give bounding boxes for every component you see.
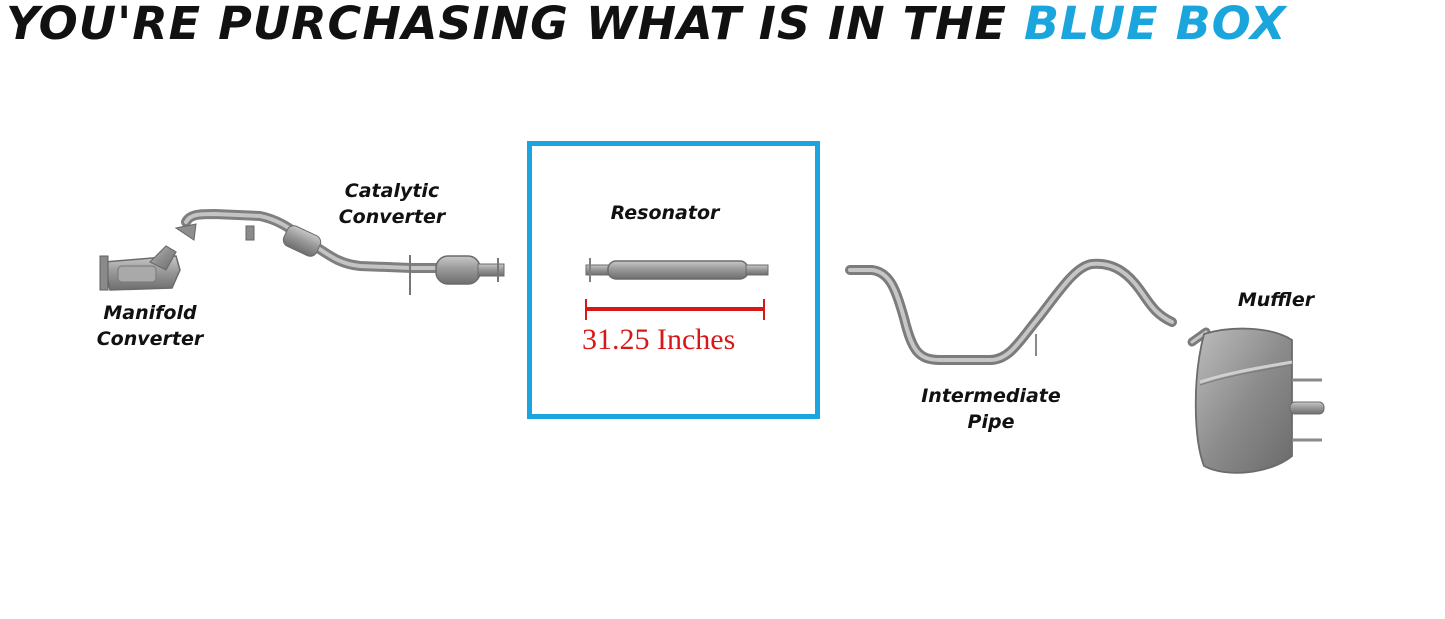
intermediate-label-line2: Pipe xyxy=(967,411,1015,433)
manifold-label-line1: Manifold xyxy=(103,302,197,324)
catalytic-converter-part xyxy=(174,208,505,295)
resonator-length: 31.25 Inches xyxy=(582,323,736,356)
catalytic-converter-label: Catalytic Converter xyxy=(322,178,462,230)
manifold-converter-label: Manifold Converter xyxy=(80,300,220,352)
muffler-label: Muffler xyxy=(1237,289,1315,311)
headline-text: YOU'RE PURCHASING WHAT IS IN THE xyxy=(6,0,1007,50)
intermediate-label-line1: Intermediate xyxy=(921,385,1061,407)
catalytic-label-line2: Converter xyxy=(338,206,446,228)
resonator-label: Resonator xyxy=(610,202,720,224)
resonator-part xyxy=(585,258,769,282)
manifold-converter-part xyxy=(99,245,181,291)
muffler-part xyxy=(1187,327,1325,474)
intermediate-pipe-label: Intermediate Pipe xyxy=(906,383,1076,435)
catalytic-label-line1: Catalytic xyxy=(344,180,440,202)
blue-box-highlight xyxy=(527,141,820,419)
headline-highlight: BLUE BOX xyxy=(1023,0,1287,50)
manifold-label-line2: Converter xyxy=(96,328,204,350)
headline: YOU'RE PURCHASING WHAT IS IN THE BLUE BO… xyxy=(6,0,1287,51)
intermediate-pipe-part xyxy=(845,258,1177,365)
measurement-bar xyxy=(585,299,765,320)
